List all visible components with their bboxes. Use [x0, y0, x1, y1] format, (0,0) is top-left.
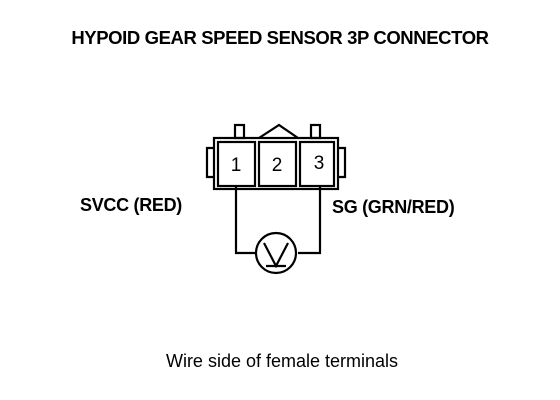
connector-tab-right	[309, 123, 322, 140]
connector-tab-left	[233, 123, 246, 140]
connector-ear-right	[338, 146, 347, 179]
lead-wire-sg	[298, 186, 322, 255]
sg-wire-label: SG (GRN/RED)	[332, 197, 455, 217]
diagram-title: HYPOID GEAR SPEED SENSOR 3P CONNECTOR	[71, 27, 489, 48]
voltmeter-v-symbol	[263, 242, 289, 269]
voltmeter-icon	[254, 231, 298, 275]
terminal-cavity-3	[298, 140, 336, 188]
connector-body	[212, 136, 340, 191]
view-caption: Wire side of female terminals	[165, 351, 399, 371]
terminal-cavity-2	[257, 140, 298, 188]
lead-wire-svcc	[234, 186, 255, 255]
connector-ear-left	[205, 146, 214, 179]
terminal-3-label: 3	[314, 153, 325, 174]
svcc-wire-label: SVCC (RED)	[80, 195, 183, 215]
connector-lock	[258, 123, 299, 139]
terminal-2-label: 2	[272, 155, 283, 176]
terminal-1-label: 1	[231, 155, 242, 176]
